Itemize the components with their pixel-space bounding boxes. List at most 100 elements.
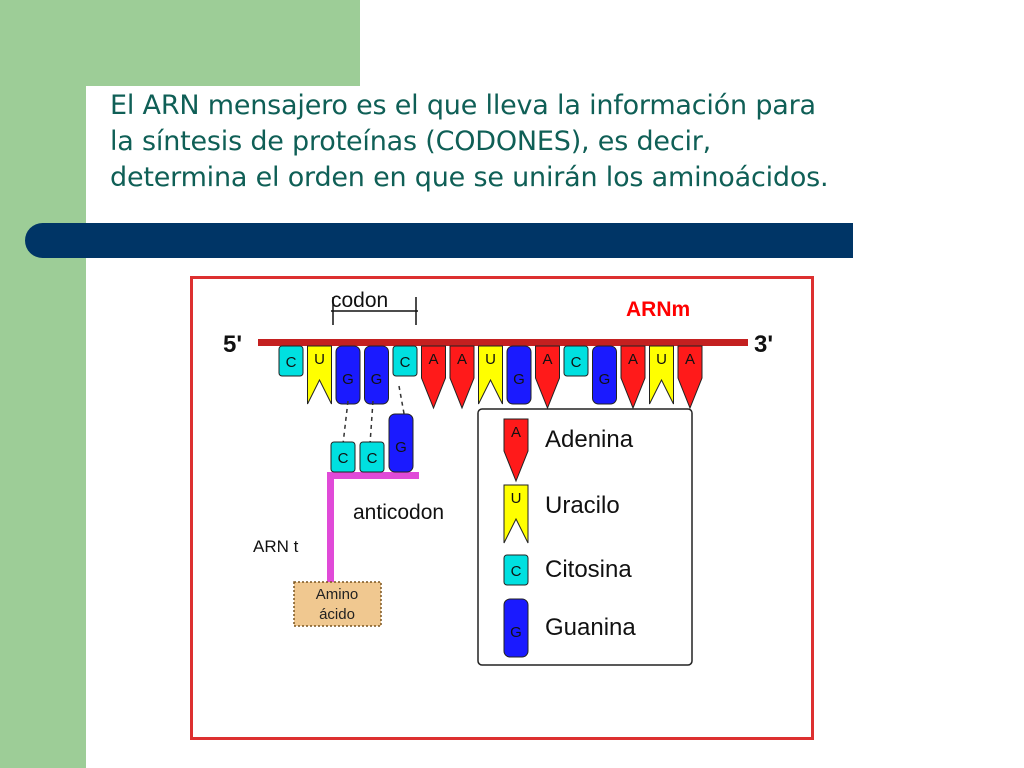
uracil-shape xyxy=(478,345,503,405)
mrna-base-adenine: A xyxy=(535,345,560,410)
adenine-shape xyxy=(535,345,560,410)
uracil-shape xyxy=(503,484,529,544)
base-letter: G xyxy=(510,624,522,641)
legend-item-guanine: G Guanina xyxy=(503,598,636,658)
base-letter: U xyxy=(314,351,325,368)
base-letter: A xyxy=(685,351,695,368)
mrna-base-guanine: G xyxy=(506,345,532,405)
mrna-label: ARNm xyxy=(626,298,690,321)
cytosine-shape xyxy=(359,441,385,473)
anticodon-base-cytosine: C xyxy=(359,441,385,473)
mrna-base-adenine: A xyxy=(677,345,703,410)
mrna-base-guanine: G xyxy=(364,345,389,405)
legend-swatch-cytosine: C xyxy=(503,554,529,586)
base-letter: G xyxy=(513,371,525,388)
base-letter: C xyxy=(400,354,411,371)
base-letter: A xyxy=(511,424,521,441)
trna-arm xyxy=(327,472,419,479)
base-letter: G xyxy=(371,371,383,388)
base-letter: A xyxy=(457,351,467,368)
base-letter: A xyxy=(628,351,638,368)
legend-item-adenine: A Adenina xyxy=(503,418,634,483)
legend-label-adenine: Adenina xyxy=(545,426,634,453)
guanine-shape xyxy=(506,345,532,405)
mrna-base-cytosine: C xyxy=(563,345,589,377)
legend-label-uracil: Uracilo xyxy=(545,492,620,519)
legend-label-guanine: Guanina xyxy=(545,614,636,641)
slide-title: El ARN mensajero es el que lleva la info… xyxy=(110,88,1010,196)
cytosine-shape xyxy=(392,345,418,377)
cytosine-shape xyxy=(278,345,304,377)
mrna-base-adenine: A xyxy=(620,345,646,410)
legend-swatch-adenine: A xyxy=(503,418,529,483)
guanine-shape xyxy=(503,598,529,658)
trna-label: ARN t xyxy=(253,537,299,556)
green-top-band xyxy=(86,0,360,86)
trna-stem xyxy=(327,472,334,587)
mrna-base-cytosine: C xyxy=(392,345,418,377)
uracil-shape xyxy=(307,345,332,405)
anticodon-base-cytosine: C xyxy=(330,441,356,473)
title-line-3: determina el orden en que se unirán los … xyxy=(110,162,829,193)
legend-box xyxy=(477,408,693,666)
legend-item-uracil: U Uracilo xyxy=(503,484,620,544)
mrna-base-uracil: U xyxy=(307,345,332,405)
anticodon-label: anticodon xyxy=(353,501,444,524)
base-letter: G xyxy=(342,371,354,388)
base-letter: G xyxy=(395,439,407,456)
base-letter: U xyxy=(511,490,522,507)
base-letter: C xyxy=(511,563,522,580)
mrna-base-uracil: U xyxy=(649,345,674,405)
mrna-base-adenine: A xyxy=(421,345,446,410)
adenine-shape xyxy=(449,345,475,410)
mrna-base-uracil: U xyxy=(478,345,503,405)
legend-swatch-uracil: U xyxy=(503,484,529,544)
mrna-base-guanine: G xyxy=(335,345,361,405)
mrna-base-adenine: A xyxy=(449,345,475,410)
amino-label-line-2: ácido xyxy=(319,606,355,623)
title-line-2: la síntesis de proteínas (CODONES), es d… xyxy=(110,126,712,157)
three-prime-label: 3' xyxy=(754,331,773,358)
adenine-shape xyxy=(421,345,446,410)
base-letter: U xyxy=(485,351,496,368)
pairing-line-2 xyxy=(369,400,374,445)
amino-acid-box xyxy=(293,581,382,627)
legend-item-cytosine: C Citosina xyxy=(503,554,632,586)
mrna-base-guanine: G xyxy=(592,345,617,405)
title-divider-bar xyxy=(25,223,853,258)
base-letter: C xyxy=(286,354,297,371)
cytosine-shape xyxy=(330,441,356,473)
mrna-base-cytosine: C xyxy=(278,345,304,377)
legend-label-cytosine: Citosina xyxy=(545,556,632,583)
adenine-shape xyxy=(677,345,703,410)
legend-swatch-guanine: G xyxy=(503,598,529,658)
guanine-shape xyxy=(388,413,414,473)
guanine-shape xyxy=(364,345,389,405)
five-prime-label: 5' xyxy=(223,331,242,358)
base-letter: G xyxy=(599,371,611,388)
base-letter: A xyxy=(542,351,552,368)
base-letter: C xyxy=(338,450,349,467)
base-letter: U xyxy=(656,351,667,368)
title-line-1: El ARN mensajero es el que lleva la info… xyxy=(110,90,816,121)
amino-label-line-1: Amino xyxy=(316,586,359,603)
base-letter: C xyxy=(367,450,378,467)
uracil-shape xyxy=(649,345,674,405)
base-letter: C xyxy=(571,354,582,371)
codon-label: codon xyxy=(331,289,388,312)
adenine-shape xyxy=(503,418,529,483)
adenine-shape xyxy=(620,345,646,410)
base-letter: A xyxy=(428,351,438,368)
mrna-backbone xyxy=(258,339,748,346)
cytosine-shape xyxy=(563,345,589,377)
guanine-shape xyxy=(592,345,617,405)
pairing-line-1 xyxy=(342,400,349,445)
cytosine-shape xyxy=(503,554,529,586)
anticodon-base-guanine: G xyxy=(388,413,414,473)
green-sidebar-band xyxy=(0,0,86,768)
